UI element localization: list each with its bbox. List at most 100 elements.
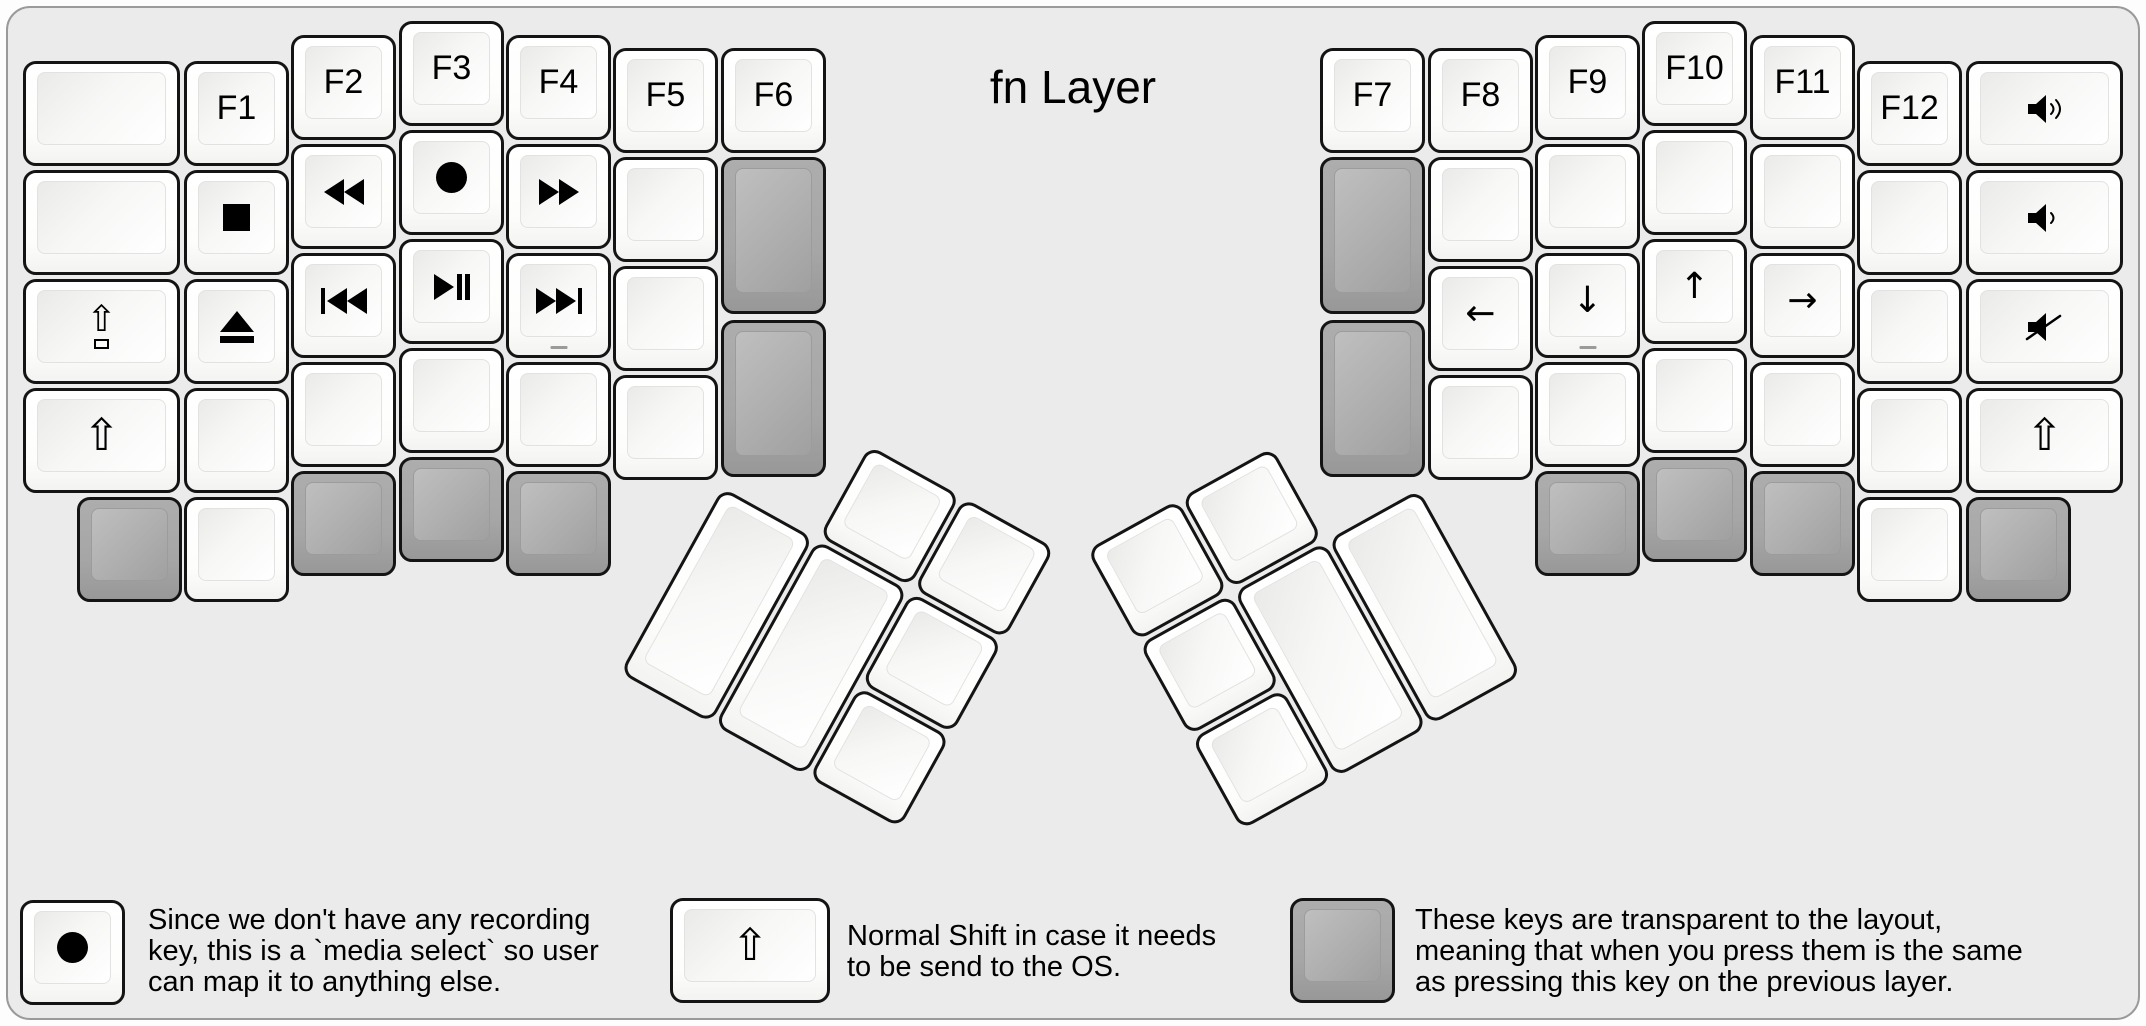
key-f2: F2: [291, 35, 396, 140]
key-r-c5-r2-blank: [1857, 279, 1962, 384]
arrow-left-icon: ←: [1465, 292, 1496, 334]
key-r-c2-r4-transparent: [1535, 471, 1640, 576]
key-r-c0-tall1-transparent: [1320, 157, 1425, 314]
keycap-top: [1656, 359, 1733, 432]
legend-line: These keys are transparent to the layout…: [1415, 904, 1943, 936]
keycap-top: [1334, 331, 1411, 456]
keycap-top: [1656, 141, 1733, 214]
keycap-top: [1764, 155, 1841, 228]
key-f7: F7: [1320, 48, 1425, 153]
key-f4: F4: [506, 35, 611, 140]
keycap-top: [627, 386, 704, 459]
stop-icon: [223, 204, 250, 231]
keycap-top: [1104, 516, 1206, 616]
keycap-top: [1980, 290, 2109, 363]
keycap-top: [1871, 399, 1948, 472]
key-label: F7: [1352, 76, 1393, 114]
keycap-top: [520, 155, 597, 228]
key-arrow-up: ↑: [1642, 239, 1747, 344]
key-r-c5-r1-blank: [1857, 170, 1962, 275]
arrow-right-icon: →: [1787, 279, 1818, 321]
legend-line: key, this is a `media select` so user: [148, 935, 599, 967]
key-label: F5: [645, 76, 686, 114]
key-arrow-right: →: [1750, 253, 1855, 358]
keycap-top: [841, 461, 943, 562]
keycap-top: F12: [1871, 72, 1948, 145]
legend-line: can map it to anything else.: [148, 966, 502, 998]
keycap-top: ⇧: [684, 909, 816, 982]
key-volume-up: [1966, 61, 2123, 166]
key-legend-transparent-key: [1290, 898, 1395, 1003]
key-r-c6-r3-shift: ⇧: [1966, 388, 2123, 493]
keycap-top: [305, 155, 382, 228]
key-label: F3: [431, 49, 472, 87]
key-label: F9: [1567, 63, 1608, 101]
legend-line: to be send to the OS.: [847, 951, 1122, 983]
key-l-c6-tall1-transparent: [721, 157, 826, 314]
keycap-top: [831, 703, 933, 803]
keycap-top: [1334, 168, 1411, 293]
key-r-c2-r1-blank: [1535, 144, 1640, 249]
key-play-pause: [399, 239, 504, 344]
keycap-top: [627, 168, 704, 241]
keycap-top: [198, 290, 275, 363]
key-r-c6-r4-transparent: [1966, 497, 2071, 602]
keycap-top: F8: [1442, 59, 1519, 132]
keycap-top: F1: [198, 72, 275, 145]
key-legend-record-key: [20, 900, 125, 1005]
keycap-top: [1871, 181, 1948, 254]
keycap-top: [198, 399, 275, 472]
keycap-top: [37, 181, 166, 254]
key-arrow-left: ←: [1428, 266, 1533, 371]
keycap-top: ↓: [1549, 264, 1626, 337]
keycap-top: [1549, 482, 1626, 555]
keycap-top: [520, 264, 597, 337]
key-label: F6: [753, 76, 794, 114]
key-stop: [184, 170, 289, 275]
eject-icon: [219, 310, 254, 343]
legend-line: Normal Shift in case it needs: [847, 920, 1217, 952]
rewind-icon: [323, 178, 364, 205]
key-f10: F10: [1642, 21, 1747, 126]
next-track-icon: [535, 287, 582, 314]
keycap-top: [413, 468, 490, 541]
mute-icon: [2025, 312, 2061, 341]
keycap-top: [34, 911, 111, 984]
keycap-top: F11: [1764, 46, 1841, 119]
keycap-top: [305, 482, 382, 555]
key-l-c5-r1-blank: [613, 157, 718, 262]
keycap-top: [520, 373, 597, 446]
shift-icon: ⇧: [2026, 409, 2063, 461]
key-r-c4-r3-blank: [1750, 362, 1855, 467]
keycap-top: [1980, 508, 2057, 581]
key-prev-track: [291, 253, 396, 358]
key-l-c2-r3-blank: [291, 362, 396, 467]
key-l-c5-r2-blank: [613, 266, 718, 371]
key-mute: [1966, 279, 2123, 384]
key-rewind: [291, 144, 396, 249]
key-arrow-down: ↓: [1535, 253, 1640, 358]
volume-down-icon: [2027, 203, 2054, 232]
key-f11: F11: [1750, 35, 1855, 140]
keycap-top: [627, 277, 704, 350]
keycap-top: [198, 508, 275, 581]
key-r-c0-tall2-transparent: [1320, 320, 1425, 477]
key-r-c4-r4-transparent: [1750, 471, 1855, 576]
keycap-top: F4: [520, 46, 597, 119]
keycap-top: F7: [1334, 59, 1411, 132]
homing-bar: [550, 346, 567, 349]
legend-line: as pressing this key on the previous lay…: [1415, 966, 1954, 998]
keycap-top: [413, 250, 490, 323]
key-l-c3-r4-transparent: [399, 457, 504, 562]
key-label: F12: [1880, 89, 1939, 127]
key-l-c0-r3-shift: ⇧: [23, 388, 180, 493]
key-r-c5-r4-blank: [1857, 497, 1962, 602]
keycap-top: [1304, 909, 1381, 982]
keycap-top: [37, 72, 166, 145]
keycap-top: [91, 508, 168, 581]
keycap-top: [1980, 72, 2109, 145]
key-label: F8: [1460, 76, 1501, 114]
